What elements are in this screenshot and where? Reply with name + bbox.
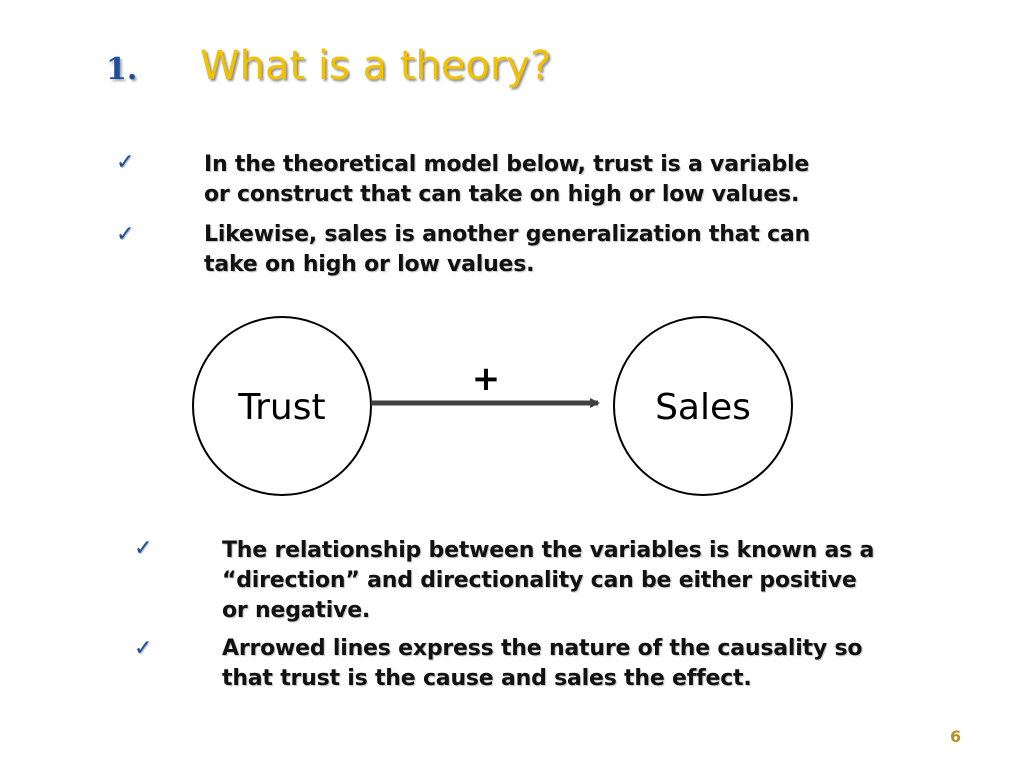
sales-node-label: Sales (655, 387, 751, 428)
check-icon: ✓ (116, 150, 135, 175)
bullet-line: or construct that can take on high or lo… (204, 182, 800, 207)
bullet-item: The relationship between the variables i… (222, 536, 874, 626)
page-number: 6 (950, 727, 962, 746)
bullet-line: or negative. (222, 598, 371, 623)
bullet-line: Likewise, sales is another generalizatio… (204, 222, 811, 247)
check-icon: ✓ (134, 636, 153, 661)
bullet-item: Likewise, sales is another generalizatio… (204, 220, 810, 280)
slide-number-label: 1. (106, 52, 138, 87)
check-icon: ✓ (116, 222, 135, 247)
bullet-item: Arrowed lines express the nature of the … (222, 634, 862, 694)
bullet-item: In the theoretical model below, trust is… (204, 150, 809, 210)
bullet-line: Arrowed lines express the nature of the … (222, 636, 863, 661)
bullet-line: “direction” and directionality can be ei… (222, 568, 857, 593)
bullet-line: that trust is the cause and sales the ef… (222, 666, 752, 691)
trust-node-circle (192, 316, 372, 496)
check-icon: ✓ (134, 536, 153, 561)
bullet-line: The relationship between the variables i… (222, 538, 875, 563)
slide-title: What is a theory? (200, 43, 552, 89)
positive-sign-label: + (472, 359, 501, 399)
bullet-line: In the theoretical model below, trust is… (204, 152, 810, 177)
trust-node-label: Trust (237, 387, 325, 428)
bullet-line: take on high or low values. (204, 252, 535, 277)
sales-node-circle (613, 316, 793, 496)
